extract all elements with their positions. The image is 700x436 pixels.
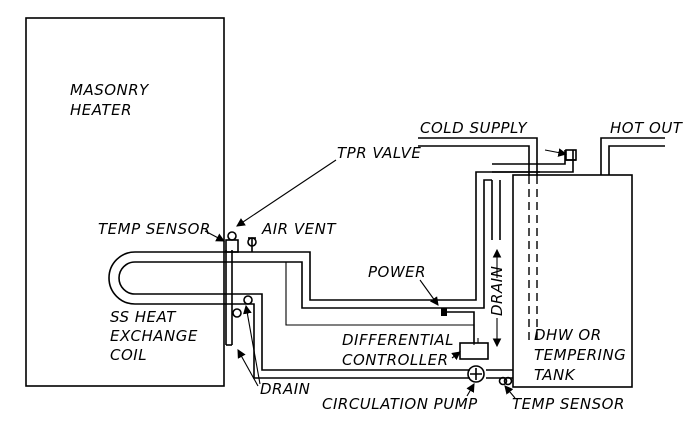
return-pipe	[232, 293, 513, 379]
label-drain-vertical: DRAIN	[488, 266, 506, 316]
air-vent-fitting	[247, 237, 257, 252]
coil-drain-valve	[232, 295, 253, 318]
label-power: POWER	[368, 263, 426, 281]
label-hot-out: HOT OUT	[610, 119, 684, 137]
label-air-vent: AIR VENT	[261, 220, 337, 238]
tank-drain-pipe	[491, 180, 501, 240]
label-temp-sensor-top: TEMP SENSOR	[98, 220, 211, 238]
tank-mixing-valve	[565, 149, 577, 161]
label-circulation-pump: CIRCULATION PUMP	[322, 395, 478, 413]
leader-lines	[204, 148, 568, 399]
label-controller-line2: CONTROLLER	[342, 351, 449, 369]
label-tank-line3: TANK	[534, 366, 576, 384]
label-controller-line1: DIFFERENTIAL	[342, 331, 454, 349]
label-cold-supply: COLD SUPPLY	[420, 119, 528, 137]
bottom-temp-sensor	[498, 376, 513, 386]
label-temp-sensor-bottom: TEMP SENSOR	[512, 395, 625, 413]
heat-exchange-coil	[108, 251, 232, 305]
label-coil-line1: SS HEAT	[110, 308, 177, 326]
tpr-valve-fitting	[225, 231, 239, 253]
label-tpr-valve: TPR VALVE	[337, 144, 421, 162]
supply-pipe	[232, 171, 540, 309]
circulation-pump	[467, 365, 485, 383]
label-coil-line2: EXCHANGE	[110, 327, 198, 345]
label-masonry-line1: MASONRY	[70, 81, 150, 99]
label-tank-line1: DHW OR	[534, 326, 602, 344]
hot-out-pipe	[600, 137, 665, 175]
label-tank-line2: TEMPERING	[534, 346, 626, 364]
power-wire	[441, 308, 475, 343]
masonry-heater-box	[25, 17, 225, 387]
coil-drain-leg	[225, 250, 233, 346]
dhw-tank-box	[512, 174, 633, 388]
differential-controller-box	[459, 342, 489, 360]
label-coil-line3: COIL	[110, 346, 147, 364]
label-drain-bottom: DRAIN	[260, 380, 310, 398]
label-masonry-line2: HEATER	[70, 101, 132, 119]
cold-supply-pipe	[418, 137, 574, 345]
